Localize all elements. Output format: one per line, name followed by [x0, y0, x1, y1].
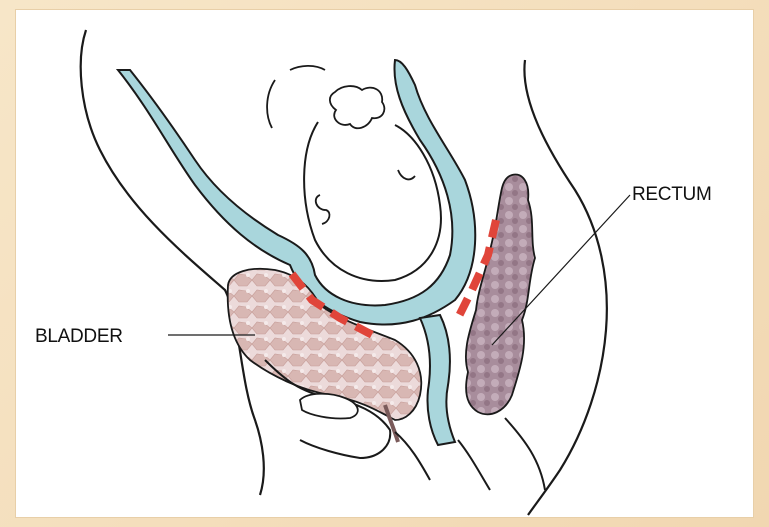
body-outline-front — [81, 30, 264, 495]
fetal-ear — [316, 195, 330, 224]
fetal-head — [304, 122, 441, 281]
body-outline-back — [524, 60, 606, 515]
bladder-label: BLADDER — [35, 326, 123, 347]
fetal-hand — [330, 86, 385, 128]
buttock-fold — [505, 418, 545, 490]
fetal-arm — [267, 66, 325, 128]
vaginal-canal-fluid — [420, 315, 455, 445]
fetal-eye — [398, 170, 415, 179]
rectum-label: RECTUM — [632, 184, 711, 205]
rectum-shape — [466, 174, 535, 414]
